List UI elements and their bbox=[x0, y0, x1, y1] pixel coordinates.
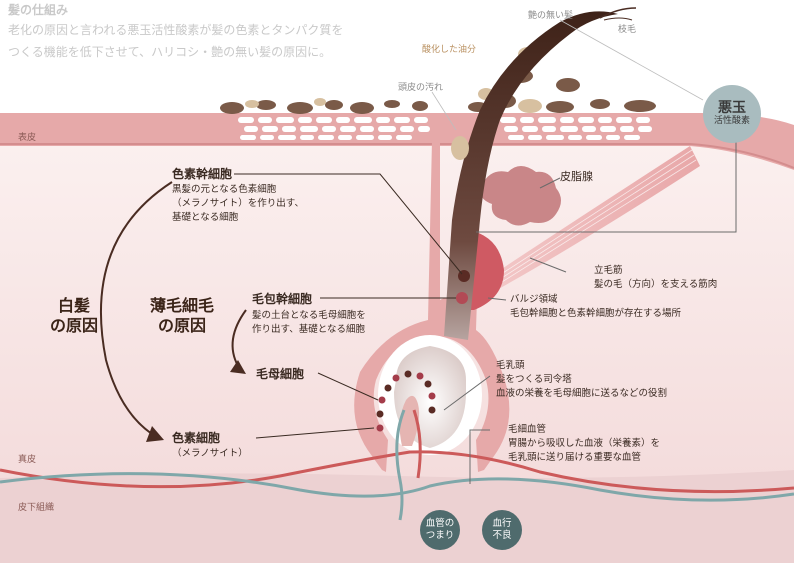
dermal-papilla bbox=[399, 395, 420, 446]
cause-poor-circulation: 血行 不良 bbox=[482, 510, 522, 550]
sebaceous-gland bbox=[480, 166, 561, 226]
thinning-hair-cause: 薄毛細毛 の原因 bbox=[132, 296, 232, 336]
papilla-ring bbox=[376, 370, 436, 432]
arrector-fibers bbox=[485, 149, 697, 293]
capillary-desc-1: 胃腸から吸収した血液（栄養素）を bbox=[508, 438, 661, 449]
matrix-cell-label: 毛母細胞 bbox=[256, 367, 305, 381]
intro-line-1: 老化の原因と言われる悪玉活性酸素が髪の色素とタンパク質を bbox=[8, 23, 344, 37]
cause-2-line-2: 不良 bbox=[492, 530, 512, 541]
intro-title: 髪の仕組み bbox=[8, 3, 69, 17]
bad-radical-subtitle: 活性酸素 bbox=[713, 116, 750, 127]
capillary-title: 毛細血管 bbox=[508, 424, 547, 435]
pigment-stem-desc-3: 基礎となる細胞 bbox=[172, 212, 239, 223]
top-leaders bbox=[431, 19, 704, 131]
subcutis-label: 皮下組織 bbox=[18, 503, 55, 513]
thinning-arrow bbox=[231, 309, 247, 367]
follicle-stem-desc-1: 髪の土台となる毛母細胞を bbox=[252, 310, 366, 321]
pigment-stem-desc-1: 黒髪の元となる色素細胞 bbox=[172, 184, 277, 195]
gray-hair-line-1: 白髪 bbox=[57, 296, 90, 315]
arrector-desc: 髪の毛（方向）を支える筋肉 bbox=[594, 279, 718, 290]
bulge-title: バルジ領域 bbox=[510, 294, 558, 305]
cause-1-line-1: 血管の bbox=[425, 518, 455, 530]
arrector-title: 立毛筋 bbox=[594, 265, 623, 276]
epidermis-edge bbox=[0, 143, 794, 169]
thinning-hair-line-2: の原因 bbox=[157, 316, 206, 335]
split-ends-label: 枝毛 bbox=[618, 25, 637, 35]
thinning-hair-line-1: 薄毛細毛 bbox=[149, 296, 214, 315]
follicle-stem-title: 毛包幹細胞 bbox=[252, 292, 313, 306]
bad-radical-title: 悪玉 bbox=[718, 99, 746, 116]
epidermis-label: 表皮 bbox=[18, 133, 37, 143]
capillary-red bbox=[0, 450, 794, 494]
no-shine-label: 艶の無い髪 bbox=[528, 11, 574, 21]
leader-lines-right bbox=[443, 140, 737, 484]
oxidized-sebum-label: 酸化した油分 bbox=[422, 45, 477, 55]
split-end-1 bbox=[599, 7, 637, 19]
thinning-arrowhead bbox=[230, 360, 246, 374]
gray-hair-arrowhead bbox=[146, 426, 164, 442]
bulge-desc: 毛包幹細胞と色素幹細胞が存在する場所 bbox=[510, 308, 682, 319]
sebaceous-gland-label: 皮脂腺 bbox=[560, 170, 593, 183]
gray-hair-arrow bbox=[99, 181, 173, 435]
papilla-desc-2: 血液の栄養を毛母細胞に送るなどの役割 bbox=[496, 388, 668, 399]
subcutis-layer bbox=[0, 470, 794, 563]
cause-vessel-blockage: 血管の つまり bbox=[420, 510, 460, 550]
cause-1-line-2: つまり bbox=[425, 530, 455, 541]
pigment-stem-desc-2: （メラノサイト）を作り出す、 bbox=[172, 198, 305, 209]
oxidized-sebum-on-hair bbox=[451, 136, 469, 160]
scalp-cells bbox=[238, 117, 652, 140]
dermis-label: 真皮 bbox=[18, 455, 37, 465]
epidermis-layer bbox=[0, 113, 794, 170]
gray-hair-cause: 白髪 の原因 bbox=[28, 296, 120, 336]
intro-line-2: つくる機能を低下させて、ハリコシ・艶の無い髪の原因に。 bbox=[8, 45, 332, 59]
capillary-desc-2: 毛乳頭に送り届ける重要な血管 bbox=[508, 452, 642, 463]
papilla-desc-1: 髪をつくる司令塔 bbox=[496, 374, 572, 385]
vessel-into-papilla-red bbox=[412, 409, 422, 479]
follicle-stem-cell bbox=[456, 292, 468, 304]
pigment-stem-title: 色素幹細胞 bbox=[172, 167, 233, 181]
vessel-into-papilla-teal bbox=[395, 409, 406, 521]
leader-lines bbox=[234, 173, 463, 439]
split-end-2 bbox=[603, 17, 633, 21]
pigment-cell-desc: （メラノサイト） bbox=[172, 448, 248, 459]
cause-2-line-1: 血行 bbox=[492, 518, 512, 530]
hair-shaft bbox=[444, 11, 618, 340]
pigment-cell-title: 色素細胞 bbox=[172, 431, 221, 445]
capillary-teal bbox=[0, 472, 794, 502]
scalp-dirt-particles bbox=[220, 69, 656, 114]
bad-radical-badge: 悪玉 活性酸素 bbox=[703, 85, 761, 143]
gray-hair-line-2: の原因 bbox=[49, 316, 98, 335]
scalp-dirt-label: 頭皮の汚れ bbox=[398, 83, 444, 93]
follicle-stem-desc-2: 作り出す、基礎となる細胞 bbox=[252, 324, 365, 335]
papilla-title: 毛乳頭 bbox=[496, 360, 525, 371]
